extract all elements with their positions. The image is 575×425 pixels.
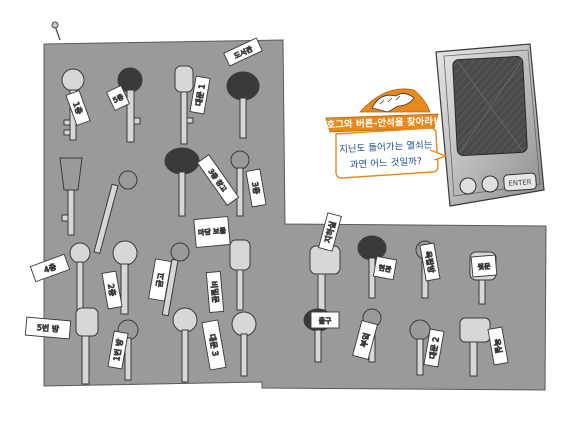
bubble-line-1: 지닌도 들어가는 열쇠는 [339, 140, 433, 156]
key-tag: 5번 방 [24, 316, 72, 340]
key-tag-text: 1번 방 [111, 337, 125, 361]
pin-icon [51, 21, 61, 41]
key-tag-text: 출구 [319, 316, 332, 325]
key-tag-text: 금고 [155, 272, 166, 288]
key-tag: 출구 [310, 311, 340, 329]
key-tag: 대문 1 [189, 75, 211, 115]
key-tag: 지하실 [318, 212, 342, 252]
key-tag: 뒷문 [470, 254, 498, 278]
key-item[interactable] [226, 71, 260, 139]
device-enter-button[interactable] [503, 172, 537, 192]
banner-text: 호그와 버튼-안석을 찾아라! [326, 115, 437, 131]
key-tag: 욕실 [487, 326, 509, 366]
key-item[interactable] [112, 240, 138, 315]
key-tag: 대문 3 [201, 319, 227, 371]
key-item[interactable] [59, 157, 83, 236]
key-item[interactable] [161, 242, 190, 317]
key-tag: 옥탑방 [419, 242, 441, 282]
title-banner: 호그와 버튼-안석을 찾아라! [325, 88, 439, 133]
key-tag: 마당 보물 [193, 216, 231, 248]
device-button-round[interactable] [481, 175, 499, 193]
key-tag-text: 옥탑방 [423, 250, 437, 274]
key-tag: 비밀문 [205, 270, 225, 314]
key-item[interactable] [164, 147, 200, 217]
key-tag: 1번 방 [107, 330, 129, 370]
key-tag: 도서관 [223, 37, 263, 67]
key-tag: 대문 2 [423, 328, 445, 368]
key-tag: 3층 [245, 168, 267, 208]
key-tag-text: 뒷문 [477, 262, 491, 271]
key-tag-text: 마당 보물 [198, 226, 227, 237]
key-tag: 2층 [101, 270, 123, 310]
tiger-icon [371, 93, 415, 113]
key-tag-text: 3층 [250, 181, 261, 195]
key-tag-text: 부엌 [359, 332, 372, 349]
bubble-line-2: 과연 어느 것일까? [349, 156, 422, 171]
key-item[interactable] [172, 307, 198, 383]
key-item[interactable] [230, 150, 250, 217]
key-item[interactable] [75, 307, 99, 385]
keys-group [59, 65, 497, 385]
key-tag-text: 비밀문 [209, 281, 220, 304]
key-item[interactable] [117, 319, 139, 381]
key-item[interactable] [229, 239, 251, 311]
key-tag-text: 5번 방 [36, 322, 60, 334]
key-item[interactable] [117, 67, 143, 143]
key-tag-text: 현관 [378, 263, 393, 274]
key-tag-text: 대문 3 [207, 333, 220, 357]
key-tag: 금고 [148, 258, 172, 302]
key-item[interactable] [93, 170, 138, 255]
key-tag: 현관 [372, 255, 398, 281]
key-tag: 4층 [29, 253, 71, 283]
key-tag-text: 2층 [106, 283, 117, 297]
key-tag-text: 욕실 [492, 338, 504, 354]
key-tag-text: 대문 1 [194, 83, 207, 107]
key-item[interactable] [69, 242, 91, 313]
key-item[interactable] [357, 235, 387, 299]
key-item[interactable] [231, 311, 257, 377]
key-tag-text: 대문 2 [428, 336, 441, 360]
device-button-round[interactable] [459, 177, 477, 195]
device-enter-label: ENTER [508, 178, 532, 188]
key-tag: 1층 [65, 89, 91, 127]
speech-bubble: 지닌도 들어가는 열쇠는 과연 어느 것일까? [335, 127, 449, 179]
key-tag: 부엌 [352, 319, 378, 361]
key-tag: 5층 [105, 84, 131, 112]
handheld-device: ENTER [435, 43, 545, 207]
key-item[interactable] [174, 65, 194, 145]
